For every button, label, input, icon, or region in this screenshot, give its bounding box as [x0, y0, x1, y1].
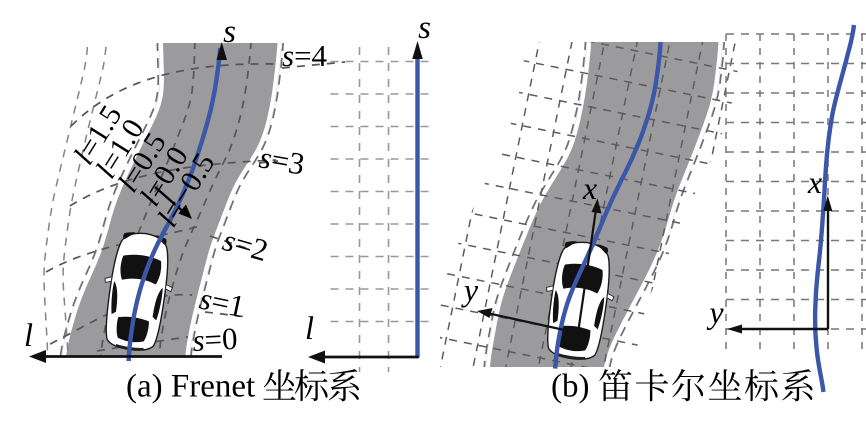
svg-text:l: l	[24, 318, 33, 354]
svg-text:y: y	[461, 272, 479, 308]
svg-text:x: x	[807, 164, 822, 200]
svg-text:y: y	[706, 294, 724, 330]
svg-text:s=3: s=3	[257, 139, 307, 181]
svg-text:(a) Frenet: (a) Frenet	[126, 369, 255, 405]
svg-text:s=4: s=4	[282, 38, 328, 73]
svg-text:s: s	[418, 10, 431, 46]
svg-text:s: s	[223, 14, 236, 50]
svg-text:l: l	[305, 311, 314, 347]
svg-text:s=0: s=0	[192, 321, 239, 358]
svg-text:x: x	[582, 170, 597, 206]
svg-text:(b): (b)	[551, 369, 589, 405]
